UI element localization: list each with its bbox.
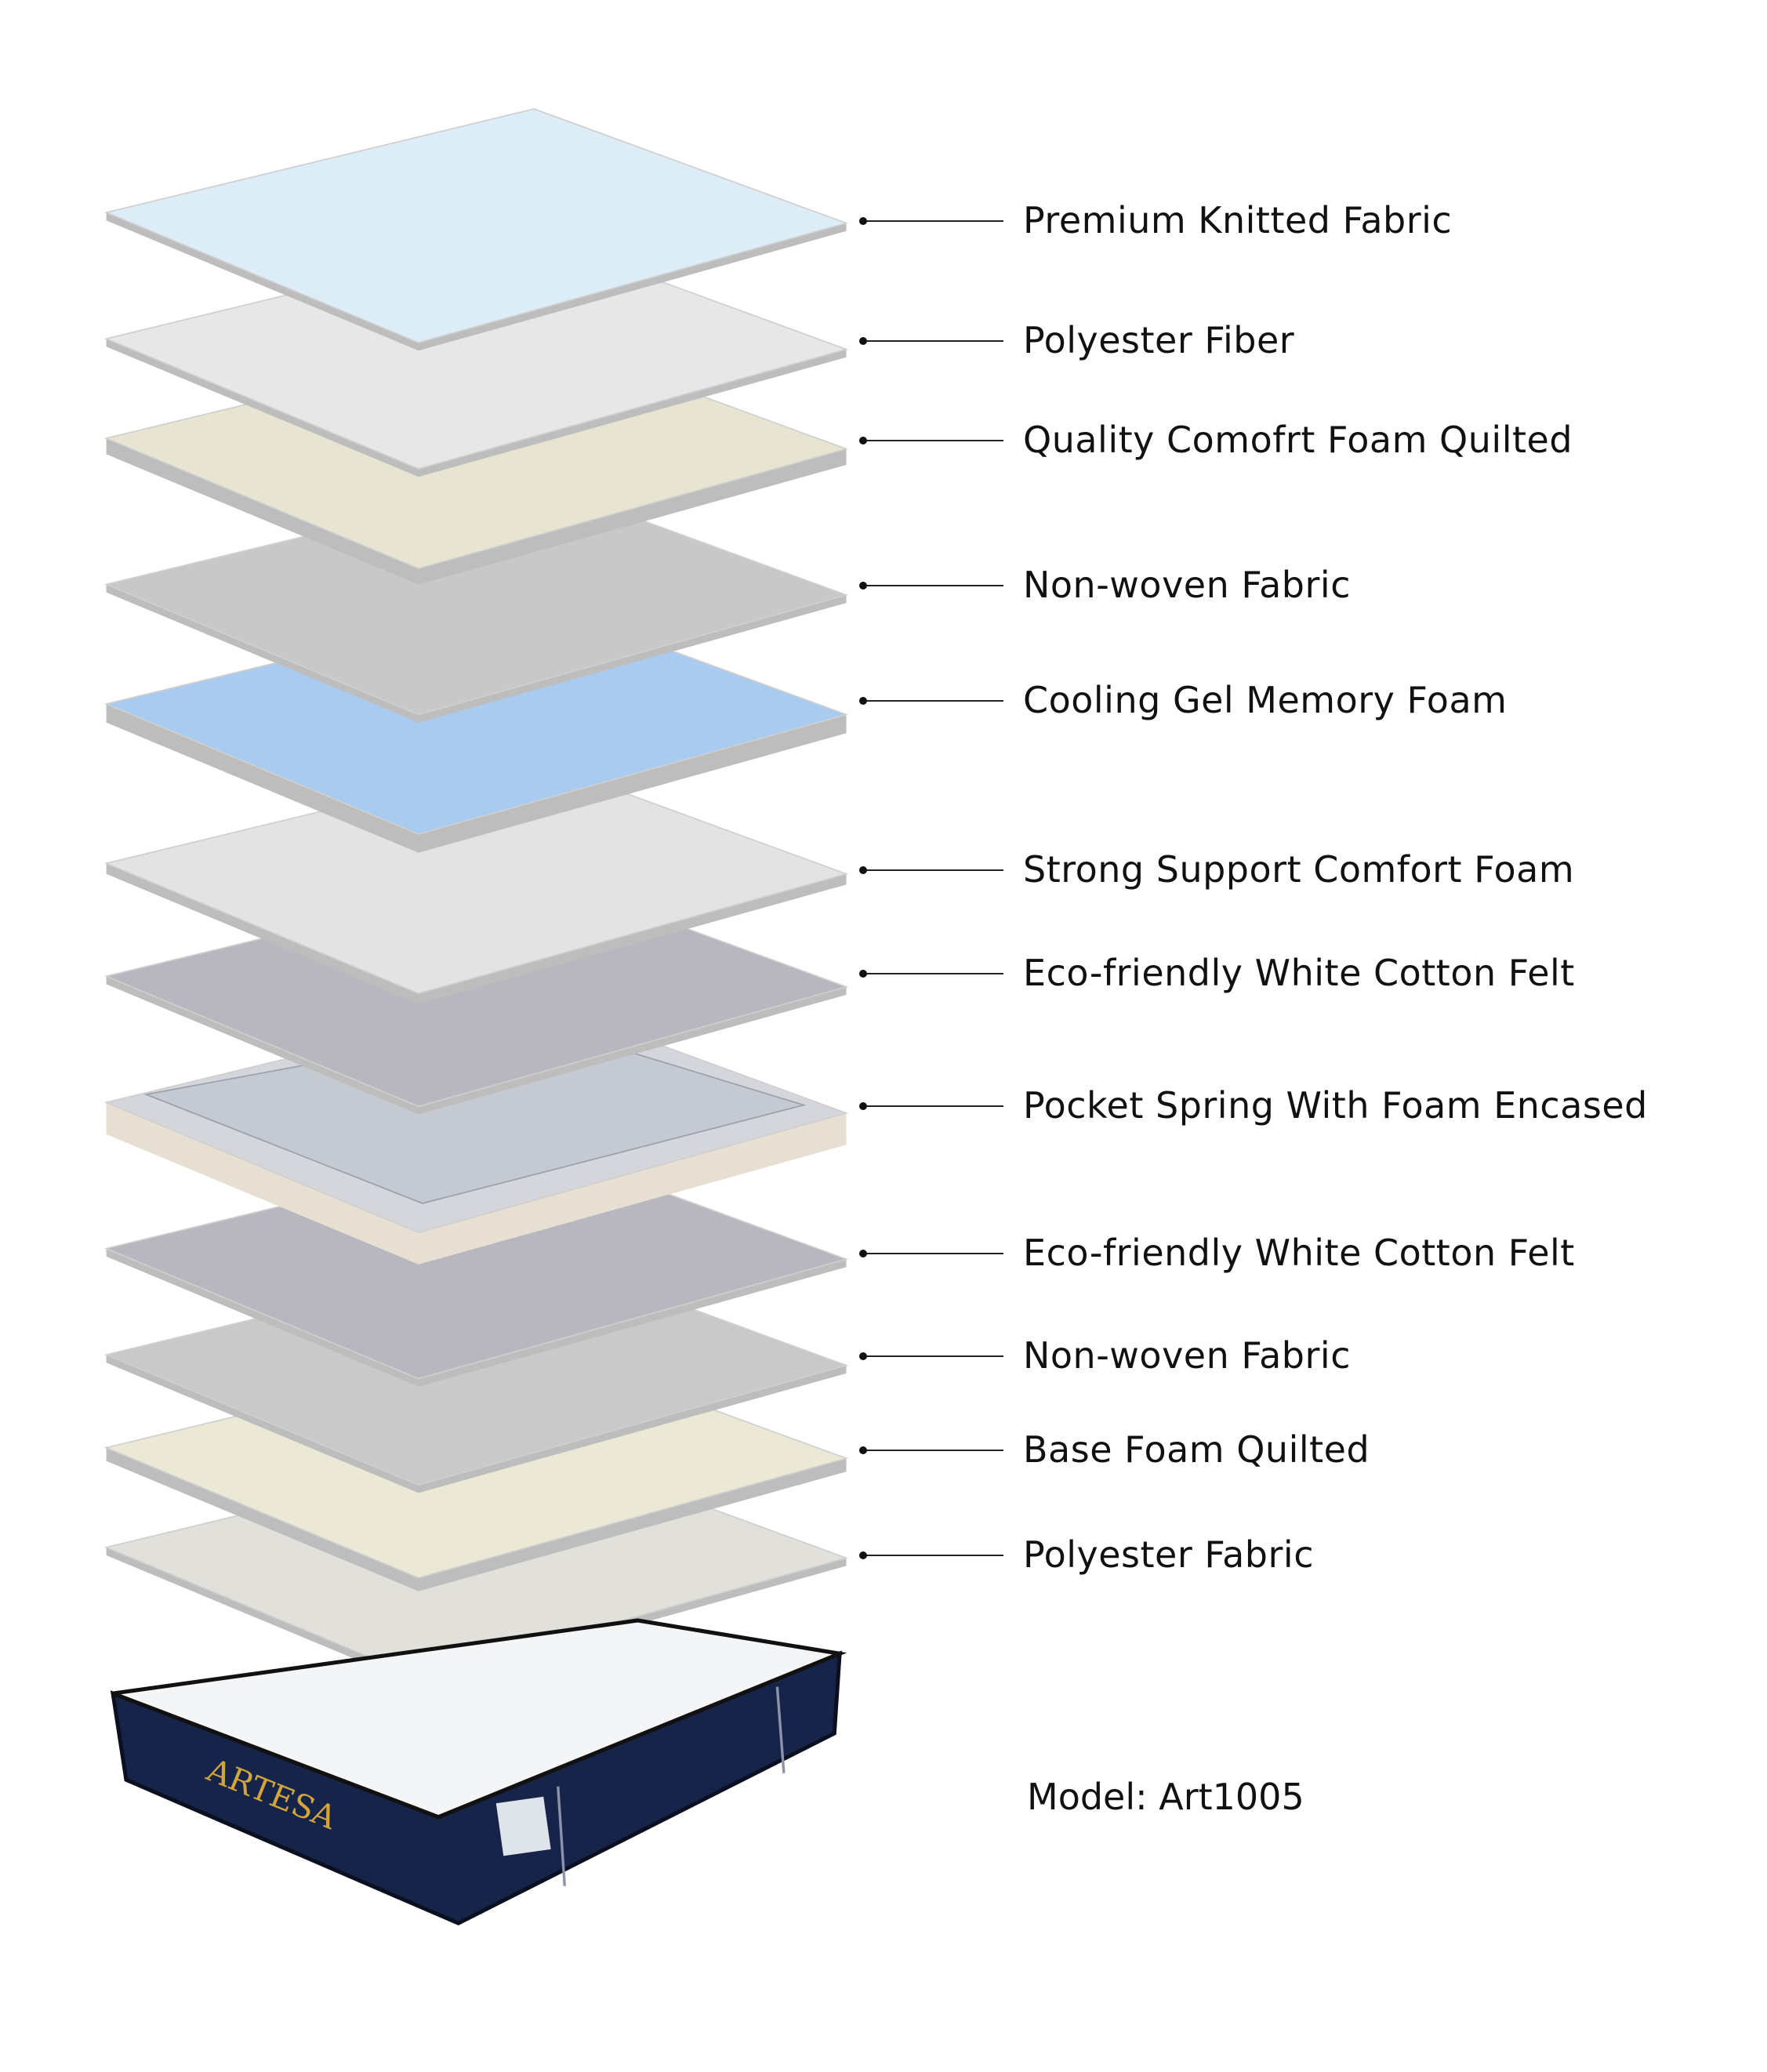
mattress-image: ARTESA	[110, 1618, 847, 1926]
layer-label: Non-woven Fabric	[1023, 564, 1351, 606]
layer-label: Quality Comofrt Foam Quilted	[1023, 419, 1573, 461]
leader-line	[859, 866, 1003, 874]
leader-line	[859, 217, 1003, 225]
leader-line	[859, 1446, 1003, 1454]
layer-edge	[106, 584, 847, 723]
layer-surface	[103, 108, 849, 344]
leader-line	[859, 1352, 1003, 1360]
layers-group	[103, 108, 849, 1686]
layer-label: Strong Support Comfort Foam	[1023, 848, 1575, 891]
layer-label: Eco-friendly White Cotton Felt	[1023, 952, 1575, 994]
layer-edge	[106, 1102, 847, 1265]
layer-edge	[106, 976, 847, 1115]
layer-label: Eco-friendly White Cotton Felt	[1023, 1232, 1575, 1274]
layer-edge	[106, 863, 847, 1004]
layer-label: Base Foam Quilted	[1023, 1428, 1370, 1471]
layer-edge	[106, 212, 847, 351]
leader-line	[859, 582, 1003, 590]
layer-label: Cooling Gel Memory Foam	[1023, 679, 1508, 721]
layer-label: Pocket Spring With Foam Encased	[1023, 1084, 1648, 1127]
model-label: Model: Art1005	[1027, 1776, 1304, 1818]
leader-line	[859, 697, 1003, 705]
layer-edge	[106, 1248, 847, 1387]
layer-1	[103, 108, 849, 351]
leader-line	[859, 1250, 1003, 1257]
leader-line	[859, 1102, 1003, 1110]
layer-edge	[106, 1547, 847, 1686]
layer-edge	[106, 1447, 847, 1591]
layer-label: Premium Knitted Fabric	[1023, 199, 1453, 241]
leader-line	[859, 337, 1003, 345]
layer-label: Non-woven Fabric	[1023, 1334, 1351, 1377]
leader-line	[859, 1551, 1003, 1559]
layer-edge	[106, 339, 847, 477]
layer-edge	[106, 1355, 847, 1493]
layer-edge	[106, 703, 847, 853]
leader-line	[859, 970, 1003, 978]
layer-label: Polyester Fiber	[1023, 319, 1295, 361]
layer-edge	[106, 438, 847, 585]
layer-label: Polyester Fabric	[1023, 1533, 1314, 1576]
leader-line	[859, 437, 1003, 445]
